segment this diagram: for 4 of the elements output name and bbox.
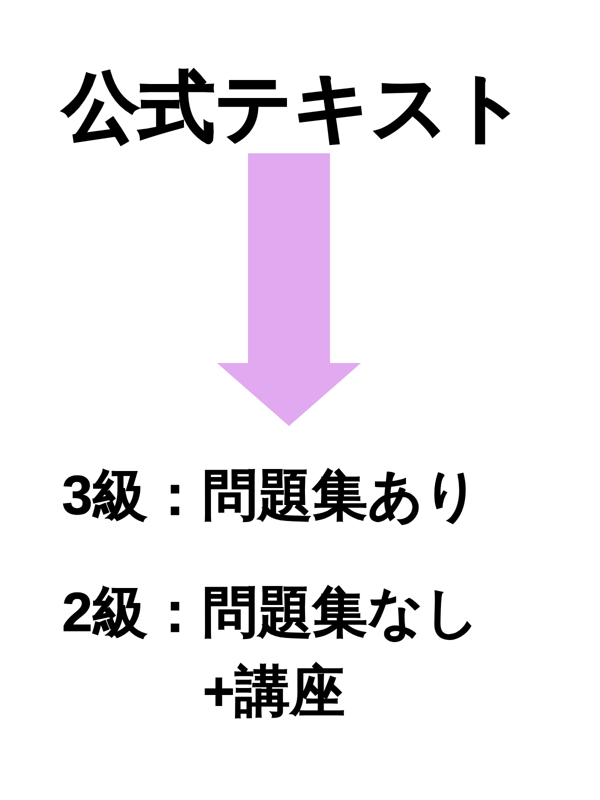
- arrow: [217, 153, 361, 426]
- title-text: 公式テキスト: [63, 64, 527, 152]
- note-text: 2級：問題集なし+講座: [62, 580, 481, 724]
- note-text: 3級：問題集あり: [62, 463, 481, 528]
